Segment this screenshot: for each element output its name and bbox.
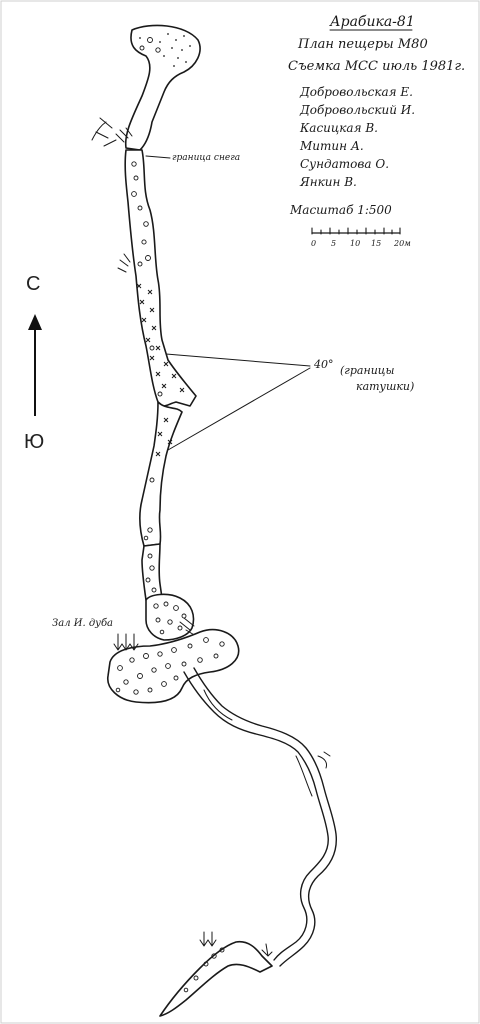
middle-passage-crosses bbox=[155, 417, 173, 457]
upper-passage-crosses bbox=[136, 283, 185, 393]
bottom-passage bbox=[159, 940, 273, 1017]
side-hatch-upper bbox=[117, 253, 131, 273]
snow-leader-line bbox=[145, 155, 171, 159]
scale-ticks bbox=[311, 227, 401, 235]
scale-tick-5: 5 bbox=[331, 239, 336, 248]
bottom-rubble bbox=[183, 947, 225, 993]
upper-passage bbox=[124, 149, 197, 407]
north-arrow-icon bbox=[28, 314, 42, 330]
cave-plan bbox=[91, 24, 337, 1017]
compass: С Ю bbox=[24, 273, 44, 453]
author-5: Сундатова О. bbox=[300, 157, 389, 171]
main-hall bbox=[107, 628, 240, 704]
scale-block: Масштаб 1:500 0 5 10 15 20м bbox=[289, 203, 411, 248]
scale-tick-15: 15 bbox=[371, 239, 381, 248]
entrance-hatch bbox=[91, 117, 133, 147]
author-2: Добровольский И. bbox=[299, 103, 415, 117]
author-3: Касицкая В. bbox=[299, 121, 378, 135]
survey-info: Съемка МСС июль 1981г. bbox=[288, 59, 465, 74]
author-6: Янкин В. bbox=[299, 175, 357, 189]
hall-arrows bbox=[113, 633, 139, 651]
lower-passage-rubble bbox=[145, 553, 157, 593]
angle-value: 40° bbox=[313, 358, 334, 371]
snow-annotation: граница снега bbox=[145, 153, 240, 163]
title-block: Арабика-81 План пещеры М80 Съемка МСС ию… bbox=[288, 14, 465, 74]
upper-hall-chamber bbox=[145, 593, 195, 641]
author-list: Добровольская Е. Добровольский И. Касицк… bbox=[299, 85, 415, 189]
scale-tick-20: 20м bbox=[393, 239, 411, 248]
meander-passage bbox=[183, 667, 337, 967]
bottom-arrows bbox=[199, 931, 273, 957]
upper-hall-rubble bbox=[153, 601, 187, 635]
chamber-stipple bbox=[139, 33, 191, 67]
snow-boundary-label: граница снега bbox=[172, 153, 240, 163]
upper-passage-rubble bbox=[131, 161, 151, 267]
angle-leader-upper bbox=[165, 353, 311, 367]
scale-tick-10: 10 bbox=[350, 239, 360, 248]
main-hall-rubble bbox=[115, 637, 225, 695]
author-1: Добровольская Е. bbox=[299, 85, 413, 99]
scale-tick-0: 0 bbox=[311, 239, 316, 248]
map-title: Арабика-81 bbox=[329, 14, 415, 30]
hall-label: Зал И. дуба bbox=[52, 618, 113, 629]
map-subtitle: План пещеры М80 bbox=[297, 37, 428, 52]
angle-leader-lower bbox=[167, 367, 311, 451]
middle-passage bbox=[139, 401, 183, 547]
scale-label: Масштаб 1:500 bbox=[289, 203, 392, 217]
author-4: Митин А. bbox=[299, 139, 364, 153]
lower-passage bbox=[141, 543, 163, 601]
entrance-chamber bbox=[124, 24, 201, 151]
south-label: Ю bbox=[24, 431, 44, 453]
north-label: С bbox=[26, 273, 40, 295]
